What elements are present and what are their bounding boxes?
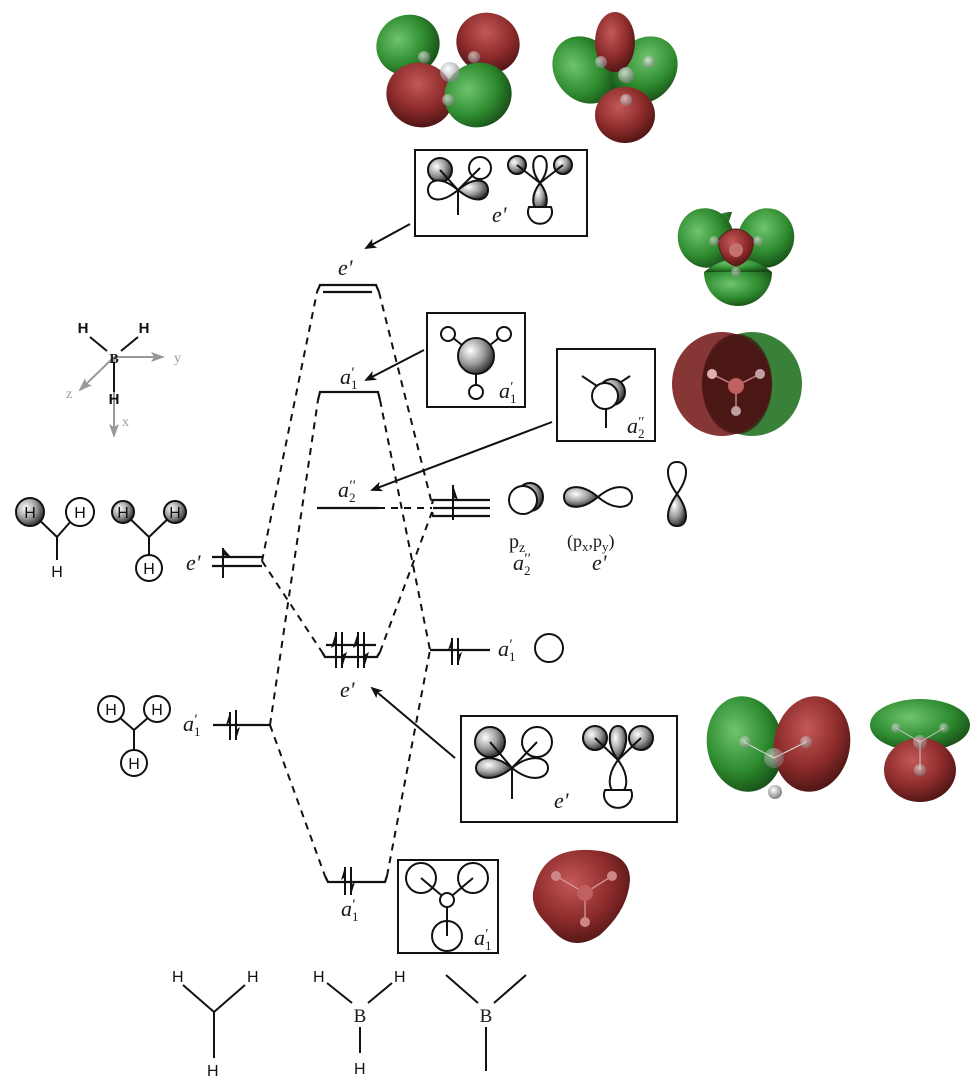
h-label: H [105, 702, 117, 719]
box-a2: a2'' [556, 348, 656, 442]
mo-a1-antibonding: a1' [316, 364, 382, 401]
arrow-a1-antibonding [364, 349, 425, 381]
box-a1-bonding-label: a1' [474, 925, 492, 953]
mo-a2-label: a2'' [338, 477, 356, 505]
structure-boron: B [445, 974, 527, 1071]
h-label: H [128, 756, 140, 773]
h-label: H [74, 505, 86, 522]
mo-a1-antibonding-label: a1' [340, 364, 358, 392]
axes-atom-h2: H [139, 320, 150, 337]
axes-atom-h1: H [78, 320, 89, 337]
box-a1-antibonding: a1' [426, 312, 526, 408]
isosurface-e-antibonding-1 [376, 12, 520, 128]
px-orbital-icon [562, 486, 634, 508]
box-e-bonding-label: e' [554, 788, 569, 813]
ligand-e-salc-1: H H H [15, 497, 95, 581]
pz-symmetry-label: a2'' [513, 550, 531, 578]
h-label: H [313, 969, 325, 986]
boron-s-level: a1' [430, 633, 564, 665]
mo-a1-bonding-label: a1' [341, 896, 359, 924]
correlation-lines [261, 291, 433, 877]
h-label: H [143, 561, 155, 578]
s-orbital-icon [534, 633, 564, 663]
b-label: B [480, 1006, 493, 1027]
h-label: H [354, 1061, 366, 1078]
isosurface-a2-nonbonding [672, 332, 802, 436]
ligand-e-label: e' [186, 550, 201, 575]
box-e-antibonding-label: e' [492, 202, 507, 227]
pxpy-label: (px,py) [567, 531, 615, 554]
isosurface-a1-bonding [532, 849, 630, 943]
structure-bh3: H H B H [313, 969, 406, 1078]
ligand-a1-salc: H H H [97, 695, 171, 777]
pz-orbital-icon [508, 482, 544, 515]
box-a1-antibonding-label: a1' [499, 378, 517, 406]
coordinate-axes: H H B H y z x [66, 320, 181, 438]
h-label: H [24, 505, 36, 522]
ligand-a1-label: a1' [183, 711, 201, 739]
arrow-e-antibonding [364, 223, 411, 249]
isosurface-e-bonding-1 [706, 696, 851, 799]
pz-label: pz [509, 531, 525, 556]
b-label: B [354, 1006, 367, 1027]
arrow-a2 [370, 421, 553, 492]
h-label: H [247, 969, 259, 986]
boron-s-label: a1' [498, 636, 516, 664]
box-a2-label: a2'' [627, 413, 645, 441]
h-label: H [172, 969, 184, 986]
ligand-e-level: e' [186, 548, 262, 578]
mo-a1-bonding: a1' [324, 867, 389, 924]
box-e-antibonding: e' [414, 149, 588, 237]
pxpy-symmetry-label: e' [592, 550, 607, 575]
structure-h3-fragment: H H H [172, 969, 259, 1080]
py-orbital-icon [667, 460, 687, 528]
h-label: H [51, 564, 63, 581]
axis-label-x: x [122, 415, 129, 430]
h-label: H [169, 505, 181, 522]
axis-label-z: z [66, 387, 72, 402]
isosurface-e-bonding-2 [870, 699, 970, 802]
mo-e-bonding: e' [321, 632, 381, 702]
box-e-bonding: e' [460, 715, 678, 823]
boron-p-levels [430, 485, 490, 520]
axes-atom-b: B [109, 352, 118, 367]
axis-label-y: y [174, 351, 181, 366]
h-label: H [394, 969, 406, 986]
mo-e-antibonding-label: e' [338, 255, 353, 280]
isosurface-a1-antibonding [677, 208, 795, 306]
arrow-e-bonding [370, 686, 456, 759]
mo-a2-nonbonding: a2'' [317, 477, 378, 510]
mo-e-antibonding: e' [315, 255, 381, 294]
box-a1-bonding: a1' [397, 859, 499, 954]
mo-e-bonding-label: e' [340, 677, 355, 702]
axes-atom-h3: H [109, 391, 120, 408]
h-label: H [151, 702, 163, 719]
h-label: H [117, 505, 129, 522]
h-label: H [207, 1063, 219, 1080]
ligand-a1-level: a1' [183, 710, 270, 740]
isosurface-e-antibonding-2 [552, 12, 678, 143]
ligand-e-salc-2: H H H [111, 500, 187, 582]
